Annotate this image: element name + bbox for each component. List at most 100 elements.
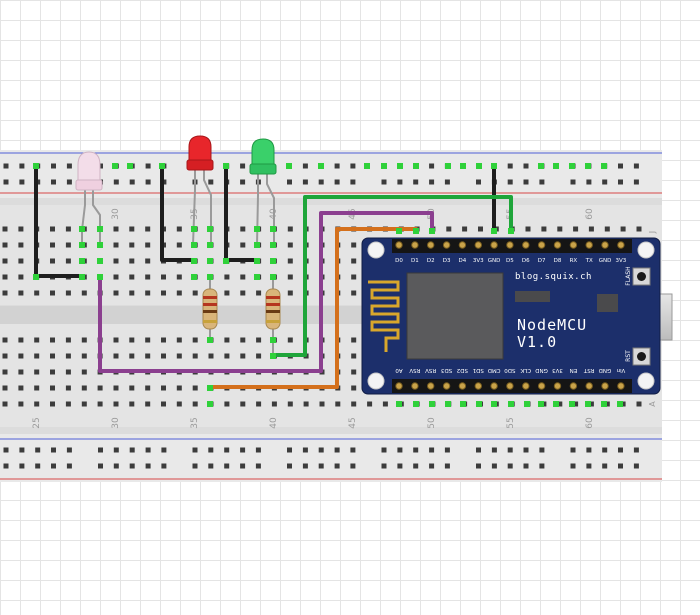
col-label-60: 60 [585, 208, 595, 220]
breadboard-hole [620, 226, 626, 232]
breadboard-hole [620, 401, 626, 407]
breadboard-hole [34, 369, 40, 375]
breadboard-hole [129, 226, 135, 232]
connected-hole [318, 163, 324, 169]
pin-label-bottom: CMD [488, 367, 501, 373]
breadboard-hole [161, 463, 167, 469]
header-pin [522, 241, 530, 249]
breadboard-hole [2, 242, 8, 248]
pin-label-top: D4 [459, 258, 467, 264]
breadboard-hole [208, 447, 214, 453]
breadboard-hole [176, 242, 182, 248]
connected-hole [396, 401, 402, 407]
connected-hole [223, 258, 229, 264]
pin-label-top: GND [599, 258, 612, 264]
breadboard-hole [2, 353, 8, 359]
breadboard-hole [633, 463, 639, 469]
breadboard-hole [444, 463, 450, 469]
connected-hole [127, 163, 133, 169]
breadboard-hole [618, 163, 623, 169]
breadboard-hole [633, 447, 639, 453]
breadboard-hole [334, 163, 340, 169]
wire-green-1 [271, 195, 513, 357]
breadboard-hole [636, 226, 642, 232]
header-pin [569, 382, 578, 390]
pin-label-bottom: RSV [409, 367, 420, 373]
header-pin [427, 241, 435, 249]
breadboard-hole [98, 463, 103, 469]
pin-label-bottom: CLK [520, 367, 531, 373]
breadboard-hole [429, 163, 435, 169]
breadboard-hole [113, 290, 119, 296]
breadboard-hole [2, 337, 8, 343]
breadboard-hole [539, 463, 545, 469]
breadboard-hole [50, 385, 55, 391]
breadboard-hole [350, 447, 356, 453]
breadboard-hole [176, 290, 182, 296]
header-pin [490, 241, 498, 249]
small-chip [597, 294, 618, 312]
pin-label-bottom: SD1 [473, 367, 484, 373]
breadboard-hole [50, 226, 55, 232]
wifi-antenna [368, 280, 400, 352]
breadboard-hole [18, 226, 24, 232]
breadboard-hole [34, 337, 40, 343]
breadboard-hole [18, 369, 24, 375]
connected-hole [413, 228, 419, 234]
breadboard-hole [586, 179, 592, 185]
breadboard-hole [318, 447, 324, 453]
breadboard-hole [19, 179, 25, 185]
breadboard-hole [113, 385, 119, 391]
breadboard-hole [351, 369, 357, 375]
connected-hole [207, 401, 213, 407]
header-pin [458, 241, 467, 249]
breadboard-hole [208, 463, 214, 469]
breadboard-hole [50, 369, 55, 375]
breadboard-hole [129, 179, 135, 185]
breadboard-hole [18, 385, 24, 391]
breadboard-hole [318, 463, 324, 469]
rst-label: RST [625, 350, 632, 362]
breadboard-hole [602, 463, 608, 469]
breadboard-hole [240, 179, 246, 185]
breadboard-hole [381, 463, 387, 469]
breadboard-hole [633, 163, 639, 169]
breadboard-hole [446, 226, 452, 232]
pin-label-top: D1 [411, 258, 419, 264]
top-power-rail [0, 150, 662, 198]
wire-black-2 [160, 163, 195, 262]
connected-hole [429, 228, 435, 234]
breadboard-hole [192, 353, 198, 359]
wire-orange-1 [208, 227, 418, 389]
breadboard-hole [287, 401, 293, 407]
connected-hole [270, 258, 276, 264]
breadboard-hole [541, 226, 547, 232]
header-pin [411, 241, 419, 249]
breadboard-hole [491, 447, 497, 453]
rst-button-cap [637, 352, 646, 361]
breadboard-hole [618, 179, 623, 185]
connected-hole [286, 163, 292, 169]
breadboard-hole [462, 226, 468, 232]
breadboard-hole [351, 385, 357, 391]
connected-hole [191, 258, 197, 264]
col-label-30-b: 30 [111, 417, 121, 429]
breadboard-hole [319, 401, 325, 407]
breadboard-hole [161, 290, 166, 296]
breadboard-hole [633, 179, 639, 185]
led-red-lens [188, 135, 212, 161]
header-pin [585, 241, 593, 249]
connected-hole [569, 163, 575, 169]
header-pin [537, 382, 546, 390]
breadboard-hole [34, 401, 40, 407]
breadboard-hole [113, 179, 119, 185]
connected-hole [491, 228, 497, 234]
connected-hole [254, 258, 260, 264]
breadboard-hole [240, 242, 246, 248]
breadboard-hole [51, 447, 56, 453]
breadboard-hole [98, 447, 103, 453]
breadboard-hole [618, 463, 623, 469]
pin-label-top: D8 [554, 258, 562, 264]
breadboard-hole [65, 290, 71, 296]
